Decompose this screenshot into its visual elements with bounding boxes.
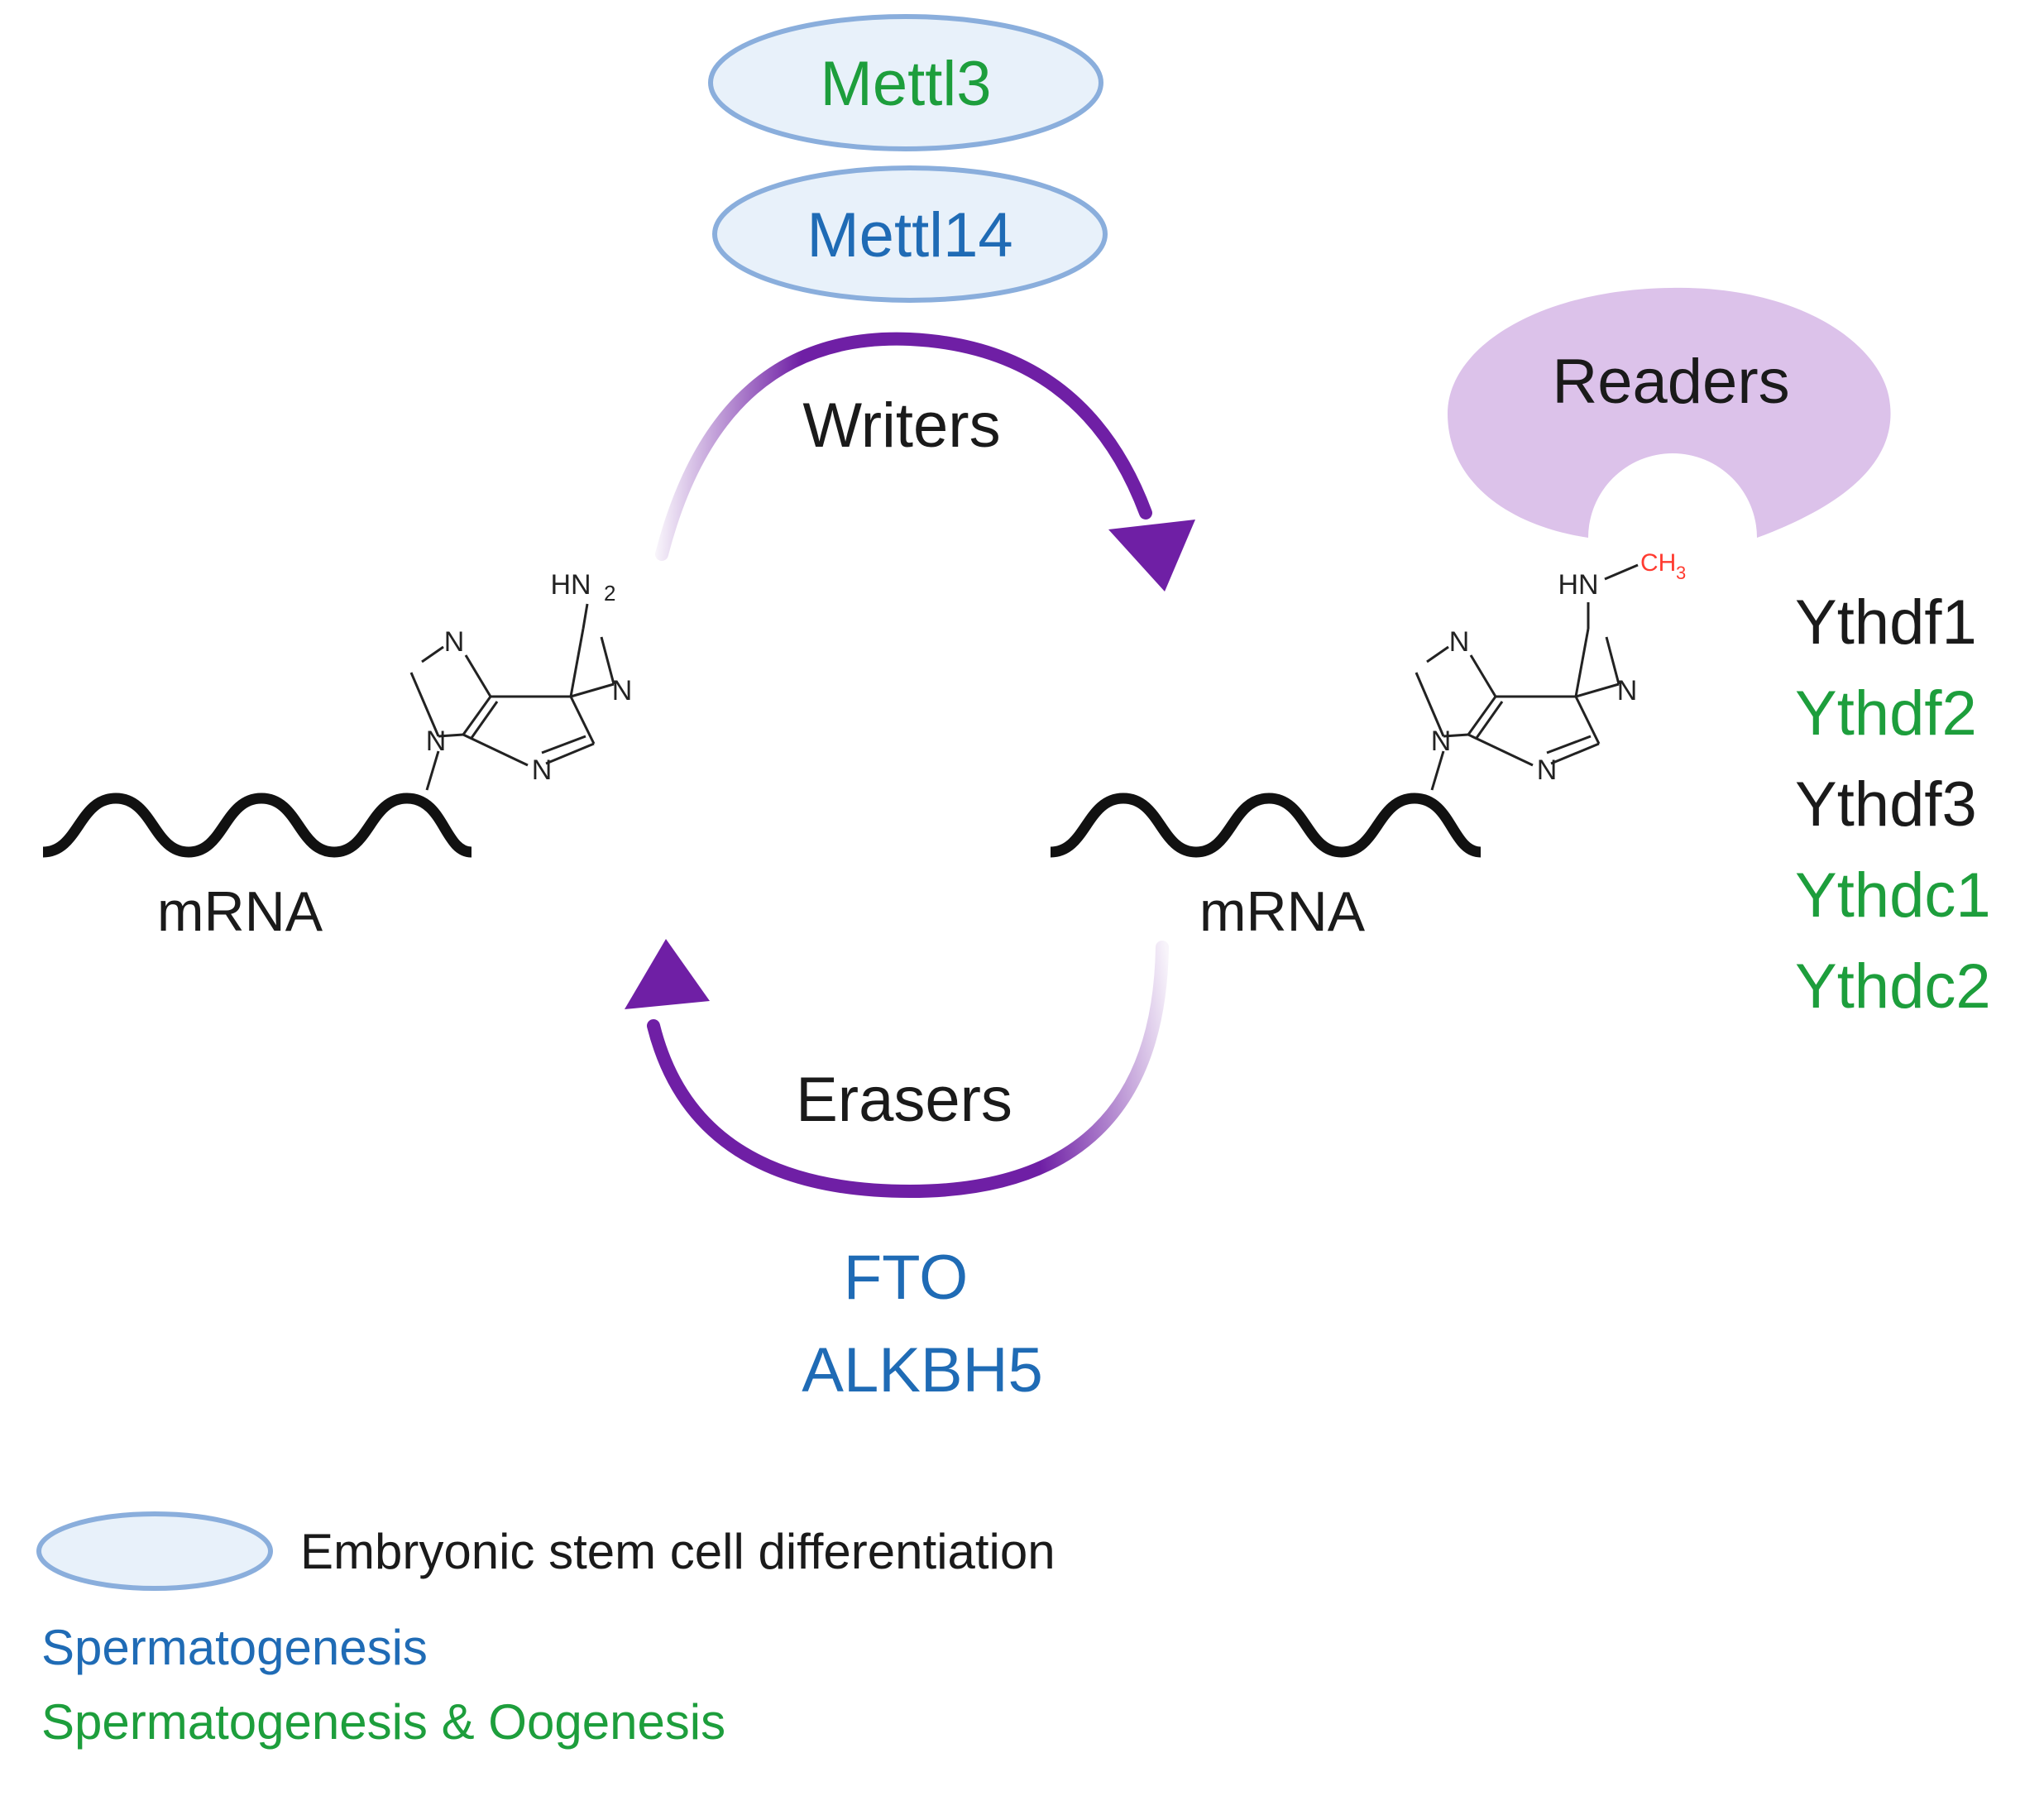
reader-ythdf3: Ythdf3	[1795, 769, 1977, 840]
reader-ythdc1: Ythdc1	[1795, 860, 1991, 931]
writer-mettl14-label: Mettl14	[807, 200, 1012, 271]
writer-mettl14-oval: Mettl14	[712, 165, 1108, 303]
left-n7: N	[444, 626, 465, 658]
left-n3: N	[532, 754, 553, 786]
right-adenine-structure	[1415, 563, 1639, 791]
reader-ythdf2: Ythdf2	[1795, 678, 1977, 749]
readers-blob	[1448, 287, 1891, 538]
legend: Embryonic stem cell differentiation Sper…	[36, 1511, 1056, 1750]
erasers-arrow	[625, 939, 1169, 1199]
writers-arrow	[655, 332, 1195, 591]
writer-mettl3-label: Mettl3	[821, 49, 992, 119]
right-adenine-atoms: N N N N HN CH 3	[1431, 549, 1687, 786]
left-mrna: mRNA	[42, 793, 472, 943]
eraser-fto-label: FTO	[844, 1243, 969, 1313]
readers-list: Ythdf1 Ythdf2 Ythdf3 Ythdc1 Ythdc2	[1795, 587, 1991, 1022]
right-mrna: mRNA	[1050, 793, 1482, 943]
eraser-alkbh5-label: ALKBH5	[802, 1335, 1043, 1406]
left-n1: N	[612, 675, 633, 706]
left-mrna-label: mRNA	[157, 880, 323, 943]
right-n9: N	[1431, 726, 1452, 757]
writer-mettl3-oval: Mettl3	[708, 14, 1103, 151]
legend-oval-swatch	[36, 1511, 273, 1591]
right-amine: HN	[1558, 569, 1598, 601]
readers-label: Readers	[1552, 347, 1789, 417]
legend-green-text: Spermatogenesis & Oogenesis	[41, 1694, 725, 1750]
right-n7: N	[1449, 626, 1470, 658]
reader-ythdc2: Ythdc2	[1795, 951, 1991, 1022]
legend-oval-text: Embryonic stem cell differentiation	[300, 1524, 1056, 1579]
left-amine: HN	[550, 569, 591, 601]
right-methyl-subscript: 3	[1676, 563, 1686, 583]
left-adenine-structure	[409, 603, 615, 791]
erasers-label: Erasers	[796, 1065, 1012, 1135]
legend-blue-text: Spermatogenesis	[41, 1620, 428, 1675]
left-adenine-atoms: N N N N HN 2	[426, 569, 633, 786]
erasers-arrowhead	[625, 939, 710, 1009]
right-n3: N	[1537, 754, 1558, 786]
right-mrna-label: mRNA	[1199, 880, 1366, 943]
left-n9: N	[426, 726, 447, 757]
reader-ythdf1: Ythdf1	[1795, 587, 1977, 658]
right-methyl: CH	[1640, 549, 1676, 577]
writers-label: Writers	[802, 390, 1000, 461]
left-amine-subscript: 2	[604, 581, 615, 606]
writers-arrowhead	[1108, 520, 1195, 591]
right-n1: N	[1617, 675, 1638, 706]
